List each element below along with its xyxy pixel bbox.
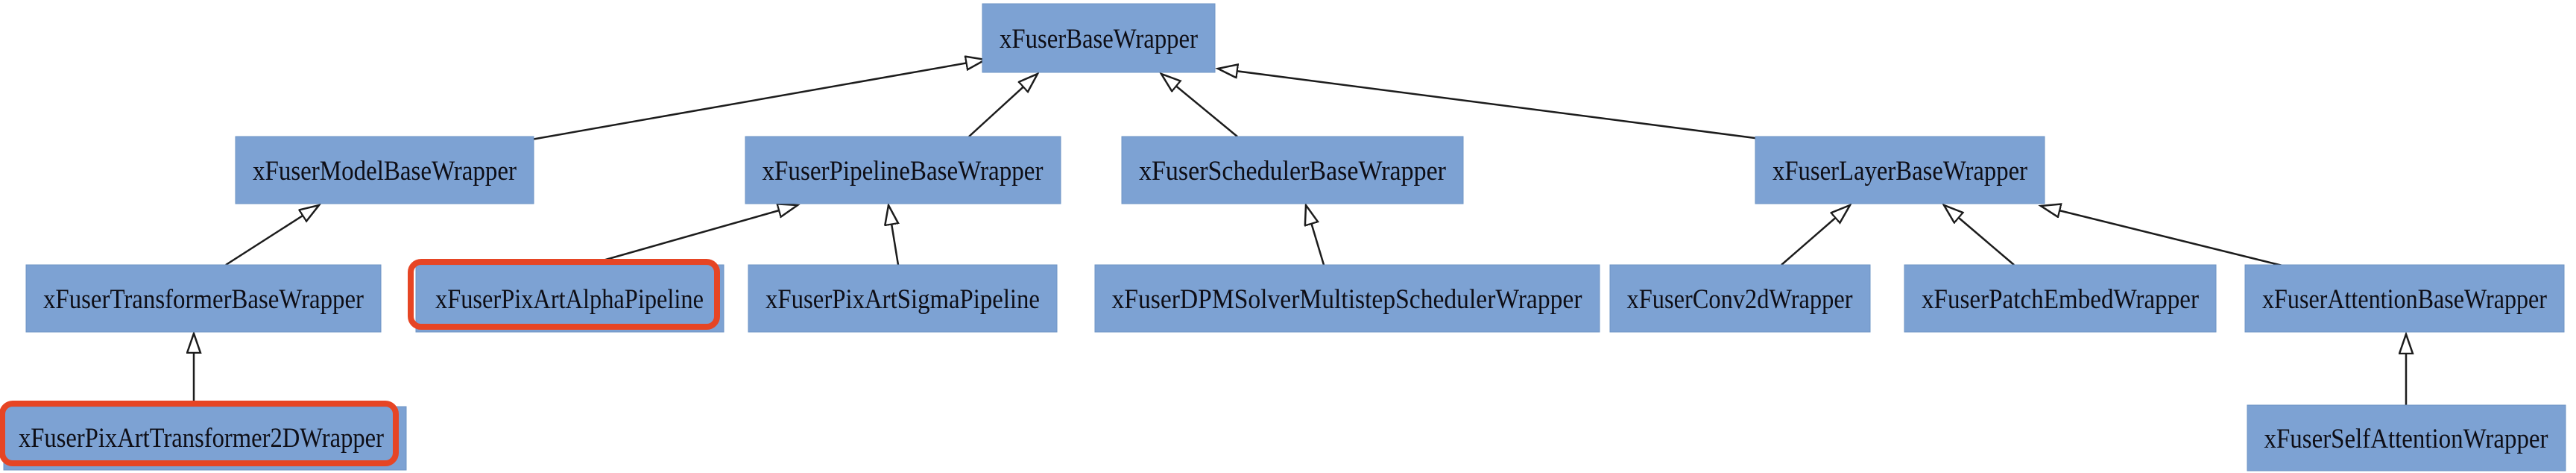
node-label: xFuserDPMSolverMultistepSchedulerWrapper: [1112, 284, 1582, 315]
node-box[interactable]: [2244, 264, 2565, 333]
node-box[interactable]: [25, 264, 382, 333]
edge-pipeline-to-base: [968, 74, 1038, 137]
node-label: xFuserPixArtTransformer2DWrapper: [19, 423, 384, 454]
node-xFuserSelfAttentionWrapper[interactable]: xFuserSelfAttentionWrapper: [2247, 404, 2566, 472]
node-label: xFuserAttentionBaseWrapper: [2262, 284, 2547, 315]
node-label: xFuserConv2dWrapper: [1627, 284, 1853, 315]
node-xFuserTransformerBaseWrapper[interactable]: xFuserTransformerBaseWrapper: [25, 264, 382, 333]
edge-sigma-to-pipeline: [888, 205, 898, 266]
node-label: xFuserBaseWrapper: [1000, 24, 1198, 54]
node-box[interactable]: [1609, 264, 1871, 333]
node-label: xFuserSchedulerBaseWrapper: [1139, 156, 1446, 187]
node-box[interactable]: [1094, 264, 1600, 333]
node-xFuserPixArtAlphaPipeline[interactable]: xFuserPixArtAlphaPipeline: [408, 259, 724, 333]
edge-layer-to-base: [1218, 69, 1761, 140]
edge-attnbase-to-layer: [2041, 206, 2283, 267]
node-xFuserBaseWrapper[interactable]: xFuserBaseWrapper: [982, 3, 1216, 73]
node-label: xFuserPixArtAlphaPipeline: [435, 284, 704, 315]
node-xFuserPatchEmbedWrapper[interactable]: xFuserPatchEmbedWrapper: [1904, 264, 2217, 333]
edge-conv-to-layer: [1781, 205, 1850, 266]
edge-dpm-to-scheduler: [1306, 205, 1325, 266]
node-xFuserPipelineBaseWrapper[interactable]: xFuserPipelineBaseWrapper: [745, 136, 1061, 204]
node-box[interactable]: [745, 136, 1061, 204]
highlight-border: [408, 259, 720, 330]
edge-alpha-to-pipeline: [592, 205, 798, 265]
node-box[interactable]: [982, 3, 1216, 73]
node-xFuserAttentionBaseWrapper[interactable]: xFuserAttentionBaseWrapper: [2244, 264, 2565, 333]
node-label: xFuserPatchEmbedWrapper: [1922, 284, 2199, 315]
node-xFuserSchedulerBaseWrapper[interactable]: xFuserSchedulerBaseWrapper: [1121, 136, 1464, 204]
node-box[interactable]: [1904, 264, 2217, 333]
node-xFuserLayerBaseWrapper[interactable]: xFuserLayerBaseWrapper: [1755, 136, 2045, 204]
node-box[interactable]: [2247, 404, 2566, 472]
node-label: xFuserPixArtSigmaPipeline: [765, 284, 1040, 315]
node-label: xFuserTransformerBaseWrapper: [43, 284, 364, 315]
node-label: xFuserSelfAttentionWrapper: [2264, 424, 2548, 454]
node-xFuserPixArtTransformer2DWrapper[interactable]: xFuserPixArtTransformer2DWrapper: [0, 401, 407, 471]
node-label: xFuserLayerBaseWrapper: [1772, 156, 2027, 187]
node-box[interactable]: [3, 406, 407, 471]
node-xFuserPixArtSigmaPipeline[interactable]: xFuserPixArtSigmaPipeline: [748, 264, 1058, 333]
node-box[interactable]: [748, 264, 1058, 333]
edge-transformer-to-model: [225, 205, 319, 266]
node-box[interactable]: [1755, 136, 2045, 204]
node-box[interactable]: [1121, 136, 1464, 204]
node-label: xFuserModelBaseWrapper: [253, 156, 517, 187]
node-box[interactable]: [235, 136, 534, 204]
node-xFuserDPMSolverMultistepSchedulerWrapper[interactable]: xFuserDPMSolverMultistepSchedulerWrapper: [1094, 264, 1600, 333]
node-xFuserConv2dWrapper[interactable]: xFuserConv2dWrapper: [1609, 264, 1871, 333]
inheritance-edges: [194, 60, 2406, 405]
node-box[interactable]: [415, 264, 724, 333]
edge-model-to-base: [531, 60, 985, 141]
edge-scheduler-to-base: [1161, 74, 1238, 137]
edge-patch-to-layer: [1944, 205, 2015, 266]
highlight-border: [0, 401, 399, 466]
node-label: xFuserPipelineBaseWrapper: [763, 156, 1044, 187]
node-xFuserModelBaseWrapper[interactable]: xFuserModelBaseWrapper: [235, 136, 534, 204]
